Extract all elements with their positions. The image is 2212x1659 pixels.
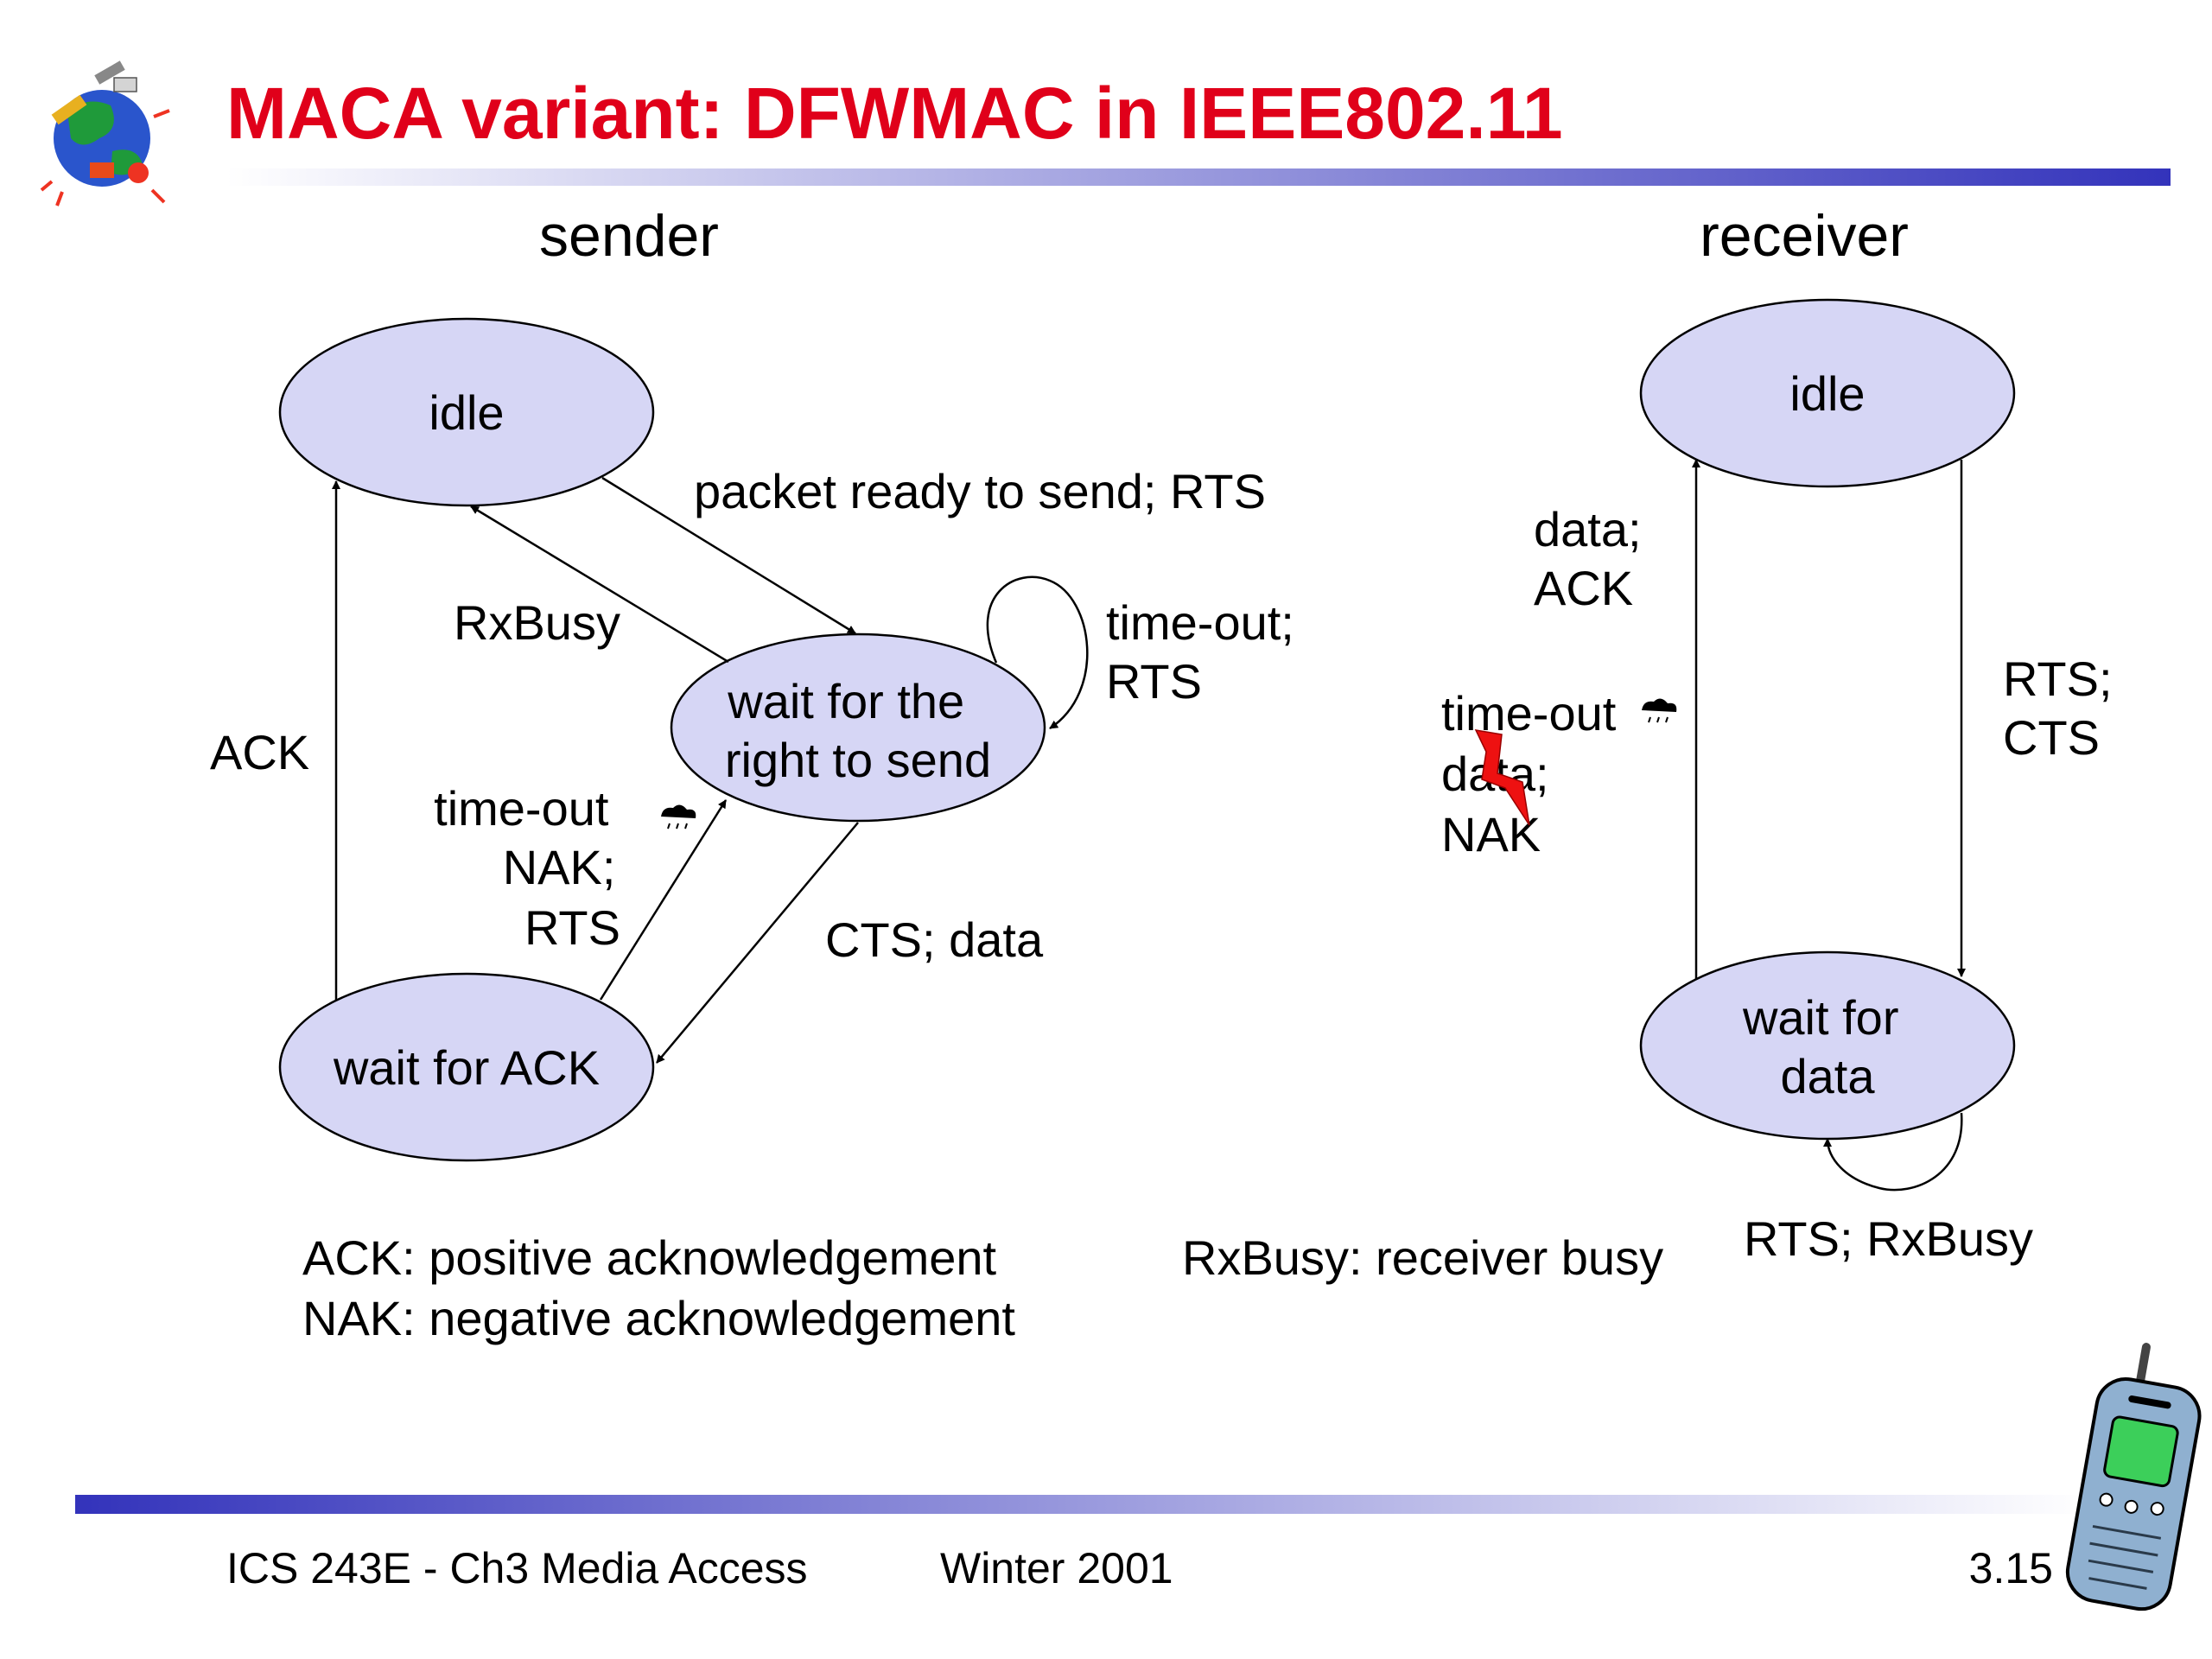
sender-wait-ack-state (278, 972, 655, 1162)
edge-wait-right-to-wait-ack (656, 822, 859, 1064)
sender-wait-ack-label: wait for ACK (333, 1040, 600, 1095)
rain-cloud-icon (661, 804, 696, 830)
label-rxbusy: RxBusy (454, 595, 620, 650)
sender-idle-state (278, 317, 655, 507)
label-rts-rxbusy: RTS; RxBusy (1744, 1211, 2033, 1266)
label-data-ack-line-2: ACK (1534, 561, 1633, 615)
label-ack: ACK (210, 725, 309, 779)
label-data-ack: data; ACK (1534, 502, 1655, 615)
sender-heading: sender (539, 203, 719, 269)
label-cts-data: CTS; data (825, 912, 1044, 967)
receiver-wait-data-state (1639, 950, 2016, 1141)
label-packet-ready: packet ready to send; RTS (694, 464, 1266, 518)
sender-idle-label: idle (429, 385, 504, 440)
edge-wait-ack-to-wait-right (599, 799, 728, 1001)
legend: ACK: positive acknowledgement NAK: negat… (302, 1230, 1663, 1345)
label-rts-cts-line-1: RTS; (2003, 652, 2113, 706)
label-data-ack-line-1: data; (1534, 502, 1642, 556)
label-rts-cts: RTS; CTS (2003, 652, 2126, 765)
edge-wait-right-self-loop (986, 575, 1089, 730)
label-timeout-nak-rts: time-out NAK; RTS (434, 781, 629, 955)
receiver-wait-data-line-1: wait for (1742, 990, 1899, 1045)
sender-state-diagram: idle wait for the right to send wait for… (210, 317, 1307, 1162)
receiver-wait-data-label: wait for data (1742, 990, 1912, 1103)
footer-course: ICS 243E - Ch3 Media Access (226, 1544, 808, 1592)
label-timeout-rts: time-out; RTS (1106, 595, 1307, 709)
label-timeout-data-nak-line-1: time-out (1441, 686, 1617, 741)
label-timeout-nak-rts-line-1: time-out (434, 781, 609, 836)
label-timeout-nak-rts-line-2: NAK; (503, 840, 616, 894)
footer-rule (75, 1495, 2088, 1514)
legend-nak: NAK: negative acknowledgement (302, 1291, 1015, 1345)
label-timeout-rts-line-1: time-out; (1106, 595, 1294, 650)
mobile-phone-icon (2065, 1343, 2202, 1611)
label-timeout-rts-line-2: RTS (1106, 654, 1202, 709)
lightning-bolt-icon (1474, 729, 1530, 826)
rain-cloud-icon (1642, 698, 1677, 723)
legend-rxbusy: RxBusy: receiver busy (1182, 1230, 1663, 1285)
page-title: MACA variant: DFWMAC in IEEE802.11 (226, 73, 1563, 154)
receiver-state-diagram: idle wait for data data; ACK time-out da… (1441, 298, 2126, 1266)
edge-wait-data-self-loop (1823, 1112, 1963, 1192)
receiver-idle-label: idle (1789, 366, 1865, 421)
label-rts-cts-line-2: CTS (2003, 710, 2100, 765)
sender-wait-right-line-2: right to send (725, 733, 991, 787)
sender-wait-right-line-1: wait for the (727, 674, 964, 728)
sender-wait-right-label: wait for the right to send (725, 674, 991, 787)
title-rule (226, 168, 2171, 186)
footer-term: Winter 2001 (940, 1544, 1173, 1592)
receiver-idle-state (1639, 298, 2016, 488)
globe-logo-icon (40, 60, 170, 207)
edge-idle-to-wait-right (601, 476, 856, 635)
label-timeout-nak-rts-line-3: RTS (524, 900, 620, 955)
sender-wait-right-state (670, 632, 1046, 823)
legend-ack: ACK: positive acknowledgement (302, 1230, 997, 1285)
footer-page-number: 3.15 (1969, 1544, 2053, 1592)
receiver-wait-data-line-2: data (1781, 1049, 1876, 1103)
receiver-heading: receiver (1700, 203, 1909, 269)
label-timeout-data-nak: time-out data; NAK (1441, 686, 1630, 861)
edge-wait-right-to-idle (470, 505, 729, 664)
